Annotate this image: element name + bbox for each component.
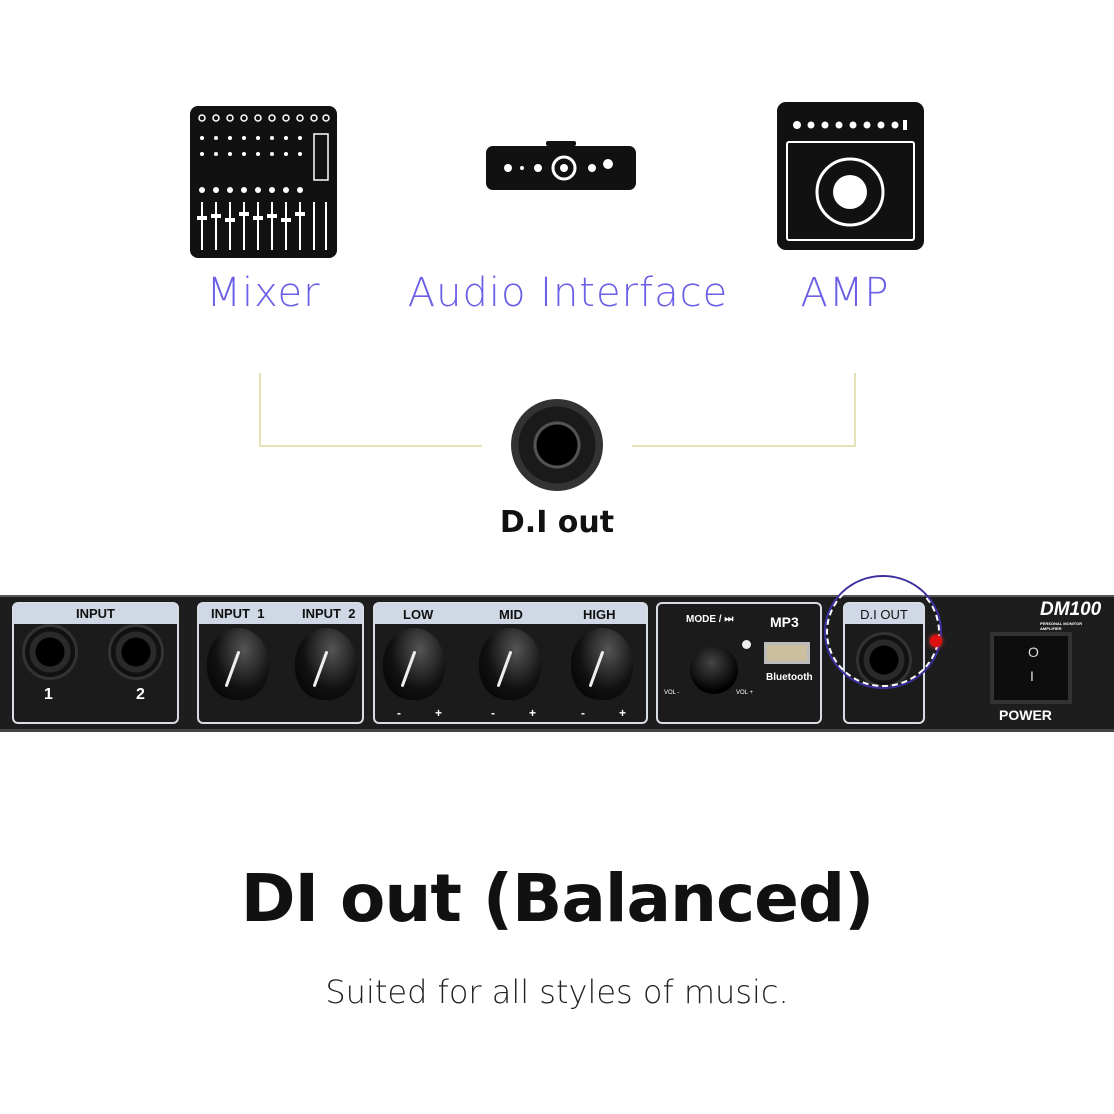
- eq-label-high: HIGH: [583, 607, 616, 622]
- bluetooth-label: Bluetooth: [766, 672, 813, 683]
- jack-number-1: 1: [44, 686, 53, 703]
- power-on-symbol: I: [1030, 668, 1034, 684]
- quarter-inch-jack-icon: [511, 399, 603, 491]
- page-title: DI out (Balanced): [240, 860, 875, 937]
- eq-low-plus: +: [435, 706, 443, 720]
- volume-label-input-2: INPUT 2: [302, 606, 356, 621]
- device-label-amp: AMP: [800, 270, 890, 316]
- input-jack-1[interactable]: [22, 624, 78, 680]
- input-2-volume-knob[interactable]: [295, 628, 357, 700]
- model-subtitle: PERSONAL MONITOR AMPLIFIER: [1040, 621, 1083, 631]
- eq-high-plus: +: [619, 706, 627, 720]
- input-section-title: INPUT: [14, 604, 177, 624]
- audio-interface-icon: [486, 141, 636, 190]
- mp3-section: MODE / ⏭ MP3 Bluetooth VOL - VOL +: [656, 602, 822, 724]
- volume-section: INPUT 1 INPUT 2: [197, 602, 364, 724]
- device-label-mixer: Mixer: [206, 270, 321, 316]
- jack-number-2: 2: [136, 686, 145, 703]
- eq-label-mid: MID: [499, 607, 523, 622]
- mixer-drawing: [197, 114, 330, 250]
- input-1-volume-knob[interactable]: [207, 628, 269, 700]
- mp3-label: MP3: [770, 614, 799, 630]
- power-switch[interactable]: O I: [990, 632, 1072, 704]
- eq-mid-knob[interactable]: [479, 628, 541, 700]
- power-off-symbol: O: [1028, 644, 1039, 660]
- eq-mid-plus: +: [529, 706, 537, 720]
- power-label: POWER: [999, 707, 1052, 723]
- vol-minus-label: VOL -: [664, 690, 680, 696]
- connector-line: [854, 373, 856, 446]
- input-jack-2[interactable]: [108, 624, 164, 680]
- connector-line: [259, 373, 261, 446]
- eq-label-low: LOW: [403, 607, 434, 622]
- model-name: DM100: [1040, 599, 1102, 620]
- eq-low-minus: -: [397, 706, 401, 720]
- volume-label-input-1: INPUT 1: [211, 606, 265, 621]
- amp-icon: [777, 102, 924, 250]
- mixer-icon: [190, 106, 337, 258]
- usb-port[interactable]: [764, 642, 810, 664]
- vol-plus-label: VOL +: [736, 690, 753, 696]
- connector-label: D.I out: [499, 505, 615, 540]
- eq-section: LOW MID HIGH - + - + - +: [373, 602, 648, 724]
- eq-high-knob[interactable]: [571, 628, 633, 700]
- amplifier-front-panel: INPUT 1 2 INPUT 1 INPUT 2 LOW MID HIGH - + -…: [0, 577, 1114, 732]
- connector-line: [259, 445, 482, 447]
- red-led: [930, 635, 942, 647]
- mode-volume-knob[interactable]: [690, 646, 738, 694]
- status-led-white: [742, 640, 751, 649]
- device-label-audio-interface: Audio Interface: [407, 270, 729, 316]
- input-section: INPUT 1 2: [12, 602, 179, 724]
- eq-high-minus: -: [581, 706, 585, 720]
- eq-mid-minus: -: [491, 706, 495, 720]
- page-subtitle: Suited for all styles of music.: [325, 973, 789, 1011]
- connector-line: [632, 445, 856, 447]
- mode-label: MODE / ⏭: [686, 614, 734, 625]
- eq-low-knob[interactable]: [383, 628, 445, 700]
- highlight-circle: [826, 577, 940, 687]
